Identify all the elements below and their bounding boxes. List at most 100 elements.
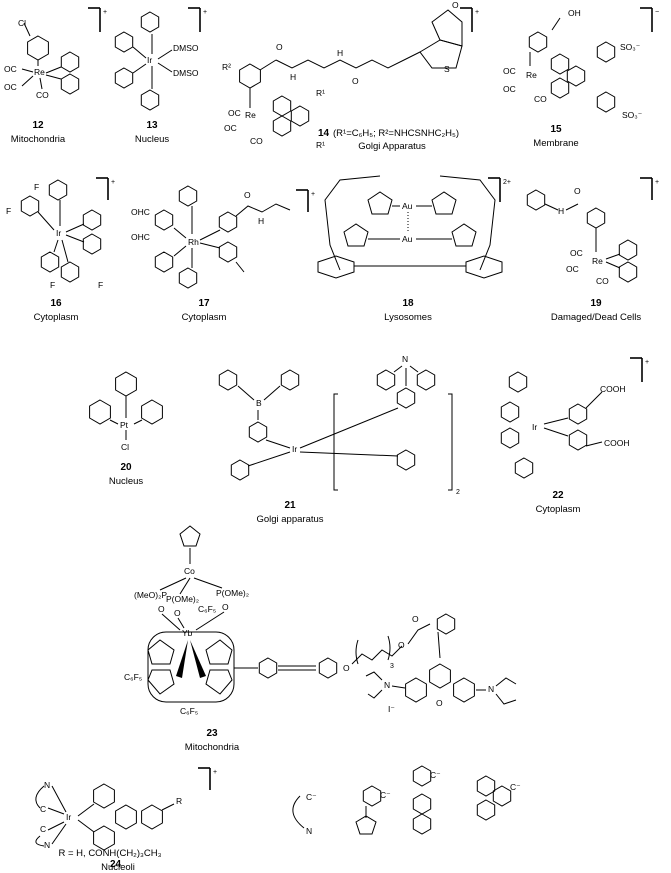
pyridine-ring: [508, 371, 528, 393]
imidazole-ring: [343, 223, 369, 247]
compound-23: Co (MeO)₂P P(OMe)₂ P(OMe)₂ O O O Yb C₆F₅…: [124, 525, 517, 753]
co-label: CO: [250, 136, 263, 146]
r1-label: R¹: [316, 88, 325, 98]
target-label: Lysosomes: [384, 312, 432, 323]
phenyl-ring: [436, 613, 456, 635]
imidazole-ring: [367, 191, 393, 215]
mesityl-ring: [218, 369, 238, 391]
phenyl-ring: [248, 421, 268, 443]
nh-label: H: [558, 206, 564, 216]
compound-12: Cl Re OC OC CO + 12 Mitochondria: [4, 7, 107, 145]
iodide-label: I⁻: [388, 704, 395, 714]
xanthene-ring: [405, 677, 427, 703]
compound-18: Au Au 2+ 18 Lysosomes: [317, 175, 511, 323]
re-label: Re: [526, 70, 537, 80]
sulfonate-label: SO₃⁻: [620, 42, 641, 52]
phenyl-ring: [416, 369, 436, 391]
xylyl-ring: [465, 255, 503, 279]
oxygen-label: O: [222, 602, 229, 612]
quinoline-ring: [412, 813, 432, 835]
target-label: Cytoplasm: [34, 312, 79, 323]
co-label: CO: [596, 276, 609, 286]
subscript-label: 3: [390, 663, 394, 670]
pyridine-ring: [178, 185, 198, 207]
phenanthroline-ring: [550, 53, 570, 75]
nh-label: H: [290, 72, 296, 82]
oc-label: OC: [570, 248, 583, 258]
compound-16: F F Ir F F + 16 Cytoplasm: [6, 177, 115, 323]
phenanthroline-ring: [566, 65, 586, 87]
gold-label: Au: [402, 234, 413, 244]
compound-number: 20: [120, 462, 132, 473]
compound-number: 15: [550, 124, 562, 135]
subscript-label: 2: [456, 489, 460, 496]
sulfonate-label: SO₃⁻: [622, 110, 643, 120]
charge-label: 2+: [503, 179, 511, 186]
phenylene-ring: [258, 657, 278, 679]
oc-label: OC: [4, 82, 17, 92]
oxygen-label: O: [276, 42, 283, 52]
fluorine-label: F: [98, 280, 103, 290]
dmso-label: DMSO: [173, 68, 199, 78]
ir-label: Ir: [147, 55, 152, 65]
compound-number: 23: [206, 728, 218, 739]
target-label: Damaged/Dead Cells: [551, 312, 642, 323]
nh-label: H: [337, 48, 343, 58]
charge-label: +: [645, 359, 649, 366]
r2-label: R²: [222, 62, 231, 72]
target-label: Nucleus: [109, 476, 144, 487]
phenanthroline-ring: [272, 115, 292, 137]
c6f5-label: C₆F₅: [198, 604, 216, 614]
target-label: Golgi Apparatus: [358, 141, 426, 152]
oxygen-label: O: [412, 614, 419, 624]
phenanthroline-ring: [290, 105, 310, 127]
pyridine-ring: [230, 459, 250, 481]
nitrogen-label: N: [44, 780, 50, 790]
bipyridine-ring: [82, 233, 102, 255]
compound-number: 12: [32, 120, 44, 131]
carbanion-label: C⁻: [430, 770, 441, 780]
oc-label: OC: [503, 66, 516, 76]
target-label: Cytoplasm: [182, 312, 227, 323]
charge-label: +: [311, 191, 315, 198]
compound-21: B Ir 2 N 21 Golgi apparatus: [218, 354, 460, 525]
phenyl-ring: [376, 369, 396, 391]
fluorine-label: F: [34, 182, 39, 192]
carbon-label: C: [40, 804, 46, 814]
oc-label: OC: [566, 264, 579, 274]
dmso-label: DMSO: [173, 43, 199, 53]
porphyrin-core: [147, 631, 235, 703]
compound-number: 14: [318, 128, 330, 139]
oc-label: OC: [224, 123, 237, 133]
oc-label: OC: [228, 108, 241, 118]
compound-number: 19: [590, 298, 602, 309]
carbanion-label: C⁻: [510, 782, 521, 792]
ir-label: Ir: [56, 228, 61, 238]
oxygen-label: O: [436, 698, 443, 708]
phenyl-ring: [154, 251, 174, 273]
re-label: Re: [592, 256, 603, 266]
charge-label: +: [203, 9, 207, 16]
phosphite-label: P(OMe)₂: [166, 594, 199, 604]
oxygen-label: O: [174, 608, 181, 618]
fluorine-label: F: [50, 280, 55, 290]
imidazole-ring: [431, 191, 457, 215]
charge-label: +: [655, 179, 659, 186]
ir-label: Ir: [532, 422, 537, 432]
pyridine-ring: [528, 31, 548, 53]
bipyridine-ring: [82, 209, 102, 231]
nitrogen-label: N: [384, 680, 390, 690]
co-label: CO: [534, 94, 547, 104]
phenanthroline-ring: [550, 77, 570, 99]
pyrrole-ring: [205, 669, 233, 695]
pyrrole-ring: [147, 639, 175, 665]
imidazole-ring: [451, 223, 477, 247]
oc-label: OC: [503, 84, 516, 94]
phenyl-ring: [114, 67, 134, 89]
phenyl-ring: [412, 765, 432, 787]
carbanion-label: C⁻: [380, 790, 391, 800]
nitrogen-label: N: [488, 684, 494, 694]
c6f5-label: C₆F₅: [124, 672, 142, 682]
bipyridine-ring: [218, 211, 238, 233]
